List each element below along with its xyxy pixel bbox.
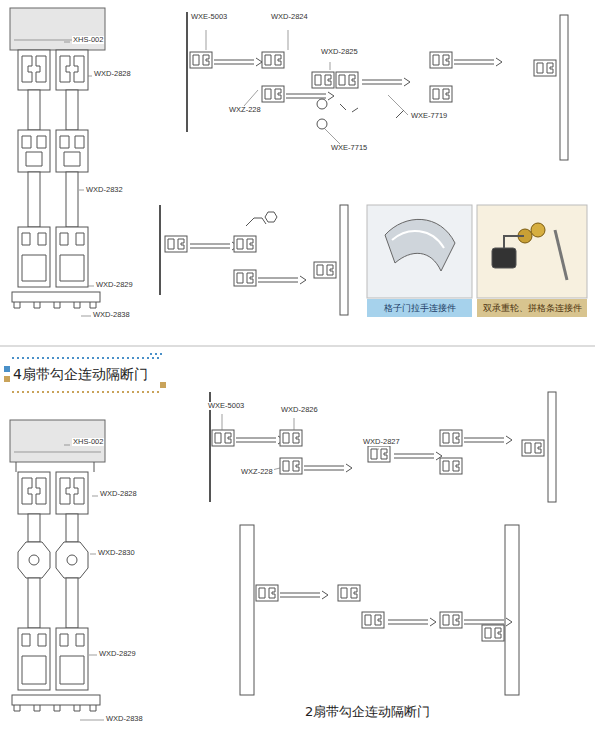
part-code: WXD-2828 <box>99 490 138 498</box>
part-code: WXZ-228 <box>228 106 262 114</box>
part-code: WXD-2824 <box>270 13 309 21</box>
part-code: WXE-7715 <box>330 144 368 152</box>
part-code: WXD-2826 <box>280 406 319 414</box>
part-code: WXD-2825 <box>320 48 359 56</box>
part-code: WXD-2838 <box>92 311 131 319</box>
part-code: XHS-002 <box>72 438 104 446</box>
part-code: WXD-2828 <box>93 70 132 78</box>
part-code: WXD-2830 <box>97 549 136 557</box>
part-code: WXD-2829 <box>98 650 137 658</box>
caption-text: 双承重轮、拼格条连接件 <box>483 302 582 315</box>
caption-text: 格子门拉手连接件 <box>384 302 456 315</box>
section-caption: 2扇带勾企连动隔断门 <box>305 703 430 721</box>
caption-band: 双承重轮、拼格条连接件 <box>477 299 587 317</box>
part-code: WXE-7719 <box>410 112 448 120</box>
part-code: WXD-2829 <box>95 281 134 289</box>
section-title: 4扇带勾企连动隔断门 <box>13 366 148 384</box>
part-code: WXD-2832 <box>85 186 124 194</box>
part-code: WXZ-228 <box>240 468 274 476</box>
part-code: XHS-002 <box>72 36 104 44</box>
part-code: WXE-5003 <box>190 13 228 21</box>
part-code: WXD-2827 <box>362 438 401 446</box>
caption-band: 格子门拉手连接件 <box>367 299 472 317</box>
part-code: WXD-2838 <box>105 715 144 723</box>
part-code: WXE-5003 <box>207 402 245 410</box>
